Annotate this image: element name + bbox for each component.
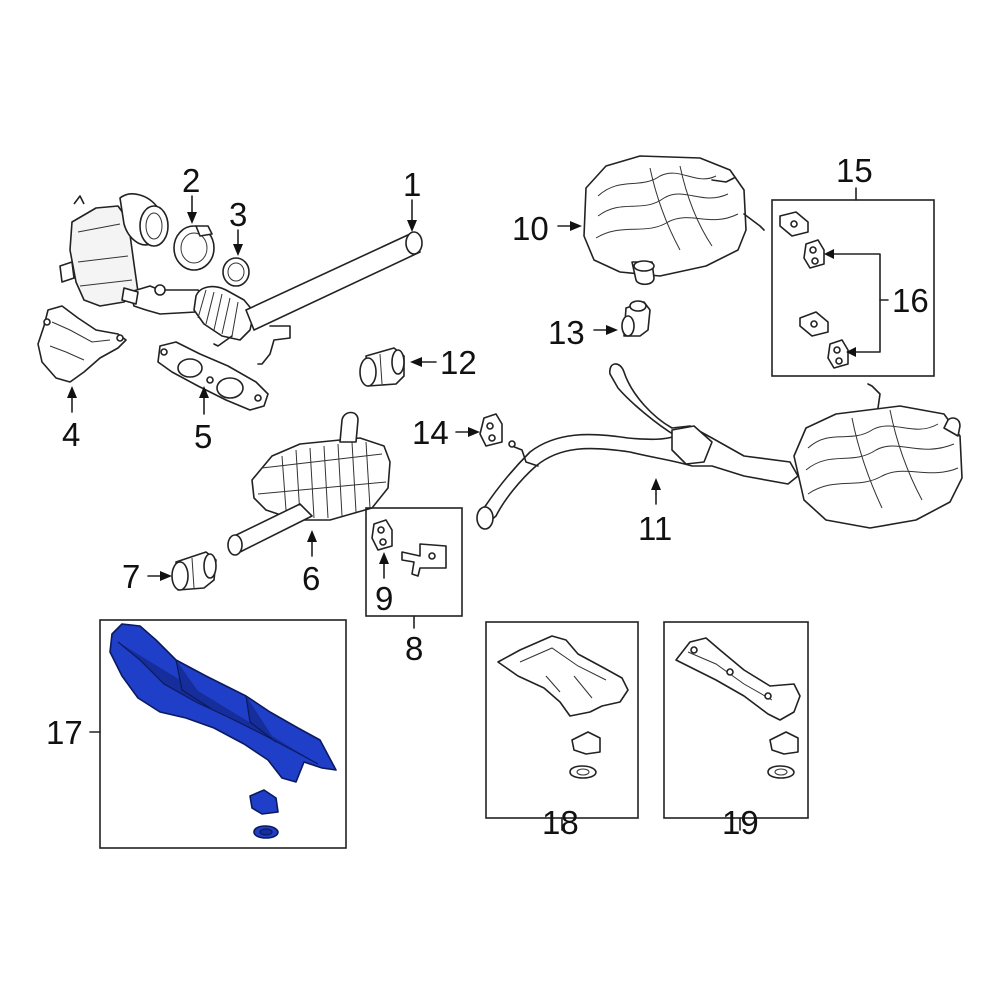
part-6-center-muffler[interactable] <box>227 411 391 556</box>
callout-10: 10 <box>512 210 549 247</box>
callout-3: 3 <box>229 196 247 233</box>
part-9-hanger[interactable] <box>371 519 393 551</box>
part-5-flange-gasket[interactable] <box>157 341 269 411</box>
callout-4: 4 <box>62 416 80 453</box>
part-15-16-mount-kit[interactable] <box>779 211 849 369</box>
part-4-heat-shield-bracket[interactable] <box>37 305 127 383</box>
part-12-pipe-clamp[interactable] <box>359 347 405 387</box>
callout-16: 16 <box>892 282 929 319</box>
callout-5: 5 <box>194 418 212 455</box>
part-19-heat-shield[interactable] <box>675 637 801 779</box>
callout-13: 13 <box>548 314 585 351</box>
part-2-clamp[interactable] <box>173 225 215 271</box>
part-3-gasket-ring[interactable] <box>222 257 250 287</box>
part-8-bracket[interactable] <box>401 543 447 577</box>
part-17-heat-shield[interactable] <box>109 623 337 839</box>
box-15 <box>771 199 935 377</box>
part-14-hanger[interactable] <box>479 413 503 447</box>
box-17 <box>99 619 347 849</box>
callout-19: 19 <box>722 804 759 841</box>
leader-lines <box>67 187 857 831</box>
bracket-16 <box>829 253 881 353</box>
callout-17: 17 <box>46 714 83 751</box>
part-1-front-pipe[interactable] <box>193 231 423 365</box>
catalytic-converter[interactable] <box>59 193 207 315</box>
callout-11: 11 <box>638 510 672 547</box>
callout-9: 9 <box>375 580 393 617</box>
box-19 <box>663 621 809 819</box>
callout-1: 1 <box>403 166 421 203</box>
callout-2: 2 <box>182 162 200 199</box>
part-18-heat-shield[interactable] <box>497 635 629 779</box>
callout-7: 7 <box>122 558 140 595</box>
part-10-rear-silencer[interactable] <box>583 155 765 286</box>
callout-18: 18 <box>542 804 579 841</box>
part-11-rear-pipe-muffler[interactable] <box>476 363 963 530</box>
part-13-pipe-clamp[interactable] <box>621 300 651 337</box>
callout-12: 12 <box>440 344 477 381</box>
callout-8: 8 <box>405 630 423 667</box>
part-7-pipe-clamp[interactable] <box>171 551 217 591</box>
callout-14: 14 <box>412 414 449 451</box>
callout-15: 15 <box>836 152 873 189</box>
callout-6: 6 <box>302 560 320 597</box>
